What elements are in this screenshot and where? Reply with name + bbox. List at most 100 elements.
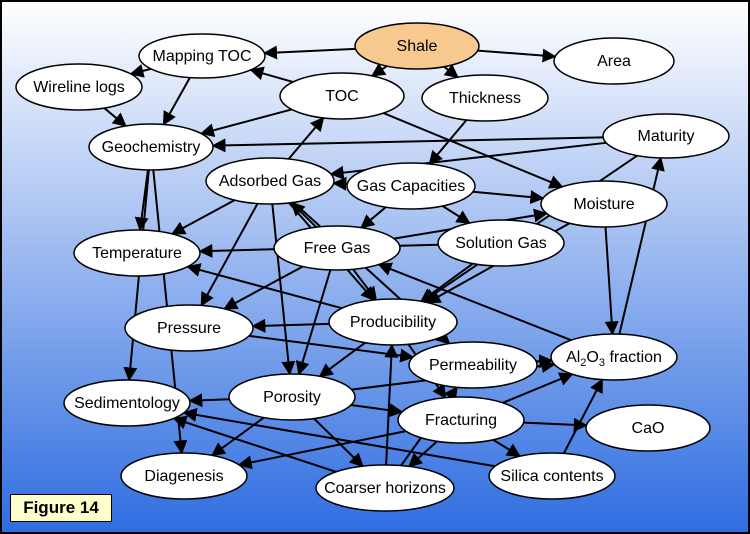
- node-shape: [73, 229, 201, 277]
- node-shape: [120, 452, 248, 500]
- node-shape: [279, 72, 405, 120]
- node-wireline-logs[interactable]: Wireline logs: [15, 63, 143, 111]
- node-label: Adsorbed Gas: [219, 173, 321, 190]
- edge-toc-to-mapping-toc: [249, 66, 294, 83]
- node-shape: [421, 74, 549, 122]
- node-cao[interactable]: CaO: [585, 404, 711, 452]
- node-label: Solution Gas: [455, 235, 547, 252]
- node-free-gas[interactable]: Free Gas: [273, 225, 401, 271]
- node-maturity[interactable]: Maturity: [602, 113, 730, 159]
- edge-silica-contents-to-al2o3: [562, 378, 604, 454]
- node-label: Temperature: [92, 245, 182, 262]
- node-shape: [328, 298, 458, 346]
- node-shape: [228, 373, 356, 421]
- node-label: Pressure: [157, 320, 221, 337]
- node-shape: [315, 464, 455, 512]
- edge-producibility-to-temperature: [186, 263, 343, 310]
- edge-fracturing-to-al2o3: [502, 372, 574, 404]
- edge-coarser-horizons-to-sedimentology: [172, 415, 337, 473]
- node-label: Coarser horizons: [324, 480, 446, 497]
- edge-silica-contents-to-sedimentology: [182, 408, 496, 468]
- node-label: Moisture: [573, 196, 634, 213]
- node-silica-contents[interactable]: Silica contents: [488, 452, 616, 500]
- node-shape: [437, 219, 565, 267]
- node-shape: [397, 396, 525, 444]
- node-moisture[interactable]: Moisture: [540, 180, 668, 228]
- edge-producibility-to-porosity: [318, 341, 366, 378]
- node-label: Fracturing: [425, 412, 497, 429]
- node-permeability[interactable]: Permeability: [408, 341, 538, 389]
- node-shape: [540, 180, 668, 228]
- edge-toc-to-moisture: [383, 112, 564, 189]
- node-pressure[interactable]: Pressure: [124, 304, 254, 352]
- node-al2o3[interactable]: Al2O3 fraction: [550, 333, 678, 381]
- node-shale[interactable]: Shale: [354, 22, 480, 70]
- edge-free-gas-to-adsorbed-gas: [290, 201, 317, 228]
- node-label: Area: [597, 53, 631, 70]
- node-sedimentology[interactable]: Sedimentology: [63, 379, 191, 427]
- edge-maturity-to-geochemistry: [211, 136, 604, 153]
- node-label: Maturity: [638, 128, 695, 145]
- edge-al2o3-to-maturity: [618, 156, 665, 335]
- edge-gas-capacities-to-solution-gas: [442, 205, 471, 224]
- node-shape: [585, 404, 711, 452]
- node-area[interactable]: Area: [553, 37, 675, 85]
- node-label: Producibility: [350, 314, 436, 331]
- node-label: CaO: [632, 420, 665, 437]
- edge-permeability-to-al2o3: [536, 354, 554, 369]
- node-shape: [488, 452, 616, 500]
- edge-adsorbed-gas-to-toc: [287, 116, 325, 160]
- node-adsorbed-gas[interactable]: Adsorbed Gas: [205, 157, 335, 205]
- edge-porosity-to-fracturing: [350, 403, 404, 418]
- node-diagenesis[interactable]: Diagenesis: [120, 452, 248, 500]
- edge-gas-capacities-to-free-gas: [360, 206, 387, 229]
- node-label: Diagenesis: [144, 468, 223, 485]
- node-shape: [553, 37, 675, 85]
- edge-porosity-to-coarser-horizons: [313, 417, 364, 468]
- node-coarser-horizons[interactable]: Coarser horizons: [315, 464, 455, 512]
- node-label: Gas Capacities: [357, 178, 466, 195]
- edge-gas-capacities-to-moisture: [472, 190, 545, 205]
- node-shape: [138, 33, 266, 79]
- edge-shale-to-toc: [370, 63, 388, 77]
- node-label: Free Gas: [304, 240, 371, 257]
- node-shape: [88, 123, 214, 171]
- edge-geochemistry-to-temperature: [134, 169, 149, 232]
- node-label: Thickness: [449, 90, 521, 107]
- edge-al2o3-to-free-gas: [377, 262, 572, 342]
- edge-mapping-toc-to-geochemistry: [162, 77, 191, 126]
- edge-shale-to-thickness: [443, 64, 459, 79]
- node-shape: [205, 157, 335, 205]
- node-label: Geochemistry: [102, 139, 201, 156]
- node-toc[interactable]: TOC: [279, 72, 405, 120]
- edge-porosity-to-diagenesis: [211, 416, 265, 457]
- node-fracturing[interactable]: Fracturing: [397, 396, 525, 444]
- figure-label: Figure 14: [10, 494, 112, 522]
- node-geochemistry[interactable]: Geochemistry: [88, 123, 214, 171]
- edge-fracturing-to-diagenesis: [237, 430, 407, 470]
- edge-producibility-to-pressure: [251, 318, 330, 333]
- node-shape: [124, 304, 254, 352]
- node-label: Shale: [397, 38, 438, 55]
- edge-fracturing-to-silica-contents: [492, 438, 522, 458]
- edge-coarser-horizons-to-producibility: [384, 343, 399, 466]
- node-mapping-toc[interactable]: Mapping TOC: [138, 33, 266, 79]
- node-solution-gas[interactable]: Solution Gas: [437, 219, 565, 267]
- edge-mapping-toc-to-wireline-logs: [129, 64, 152, 78]
- node-label: Sedimentology: [74, 395, 180, 412]
- edge-adsorbed-gas-to-porosity: [271, 203, 296, 376]
- edge-free-gas-to-porosity: [295, 269, 332, 376]
- node-label: Silica contents: [500, 468, 603, 485]
- node-porosity[interactable]: Porosity: [228, 373, 356, 421]
- node-label: Permeability: [429, 357, 517, 374]
- node-shape: [63, 379, 191, 427]
- edge-porosity-to-sedimentology: [188, 393, 230, 408]
- node-producibility[interactable]: Producibility: [328, 298, 458, 346]
- node-thickness[interactable]: Thickness: [421, 74, 549, 122]
- node-shape: [354, 22, 480, 70]
- edge-wireline-logs-to-geochemistry: [103, 107, 127, 127]
- node-temperature[interactable]: Temperature: [73, 229, 201, 277]
- node-label: TOC: [325, 88, 358, 105]
- node-gas-capacities[interactable]: Gas Capacities: [346, 162, 476, 210]
